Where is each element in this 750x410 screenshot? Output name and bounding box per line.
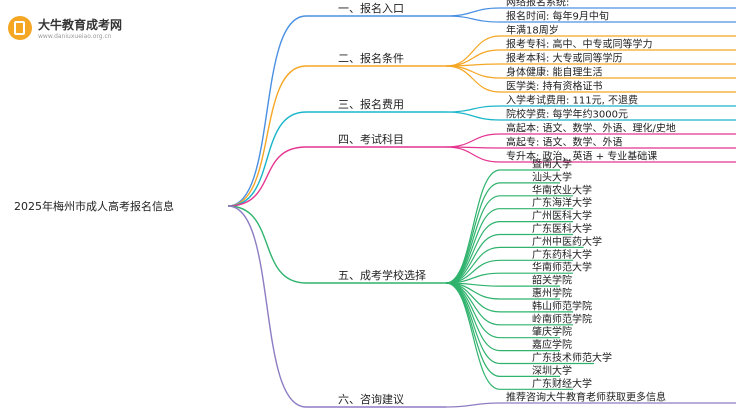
leaf-label: 广东技术师范大学: [532, 351, 612, 364]
branch-connector: [227, 205, 307, 284]
leaf-connector: [445, 7, 501, 17]
leaf-label: 华南师范大学: [532, 261, 592, 274]
branch-connector: [227, 15, 307, 207]
leaf-connector: [445, 111, 501, 121]
leaf-label: 广州医科大学: [532, 209, 592, 222]
leaf-label: 广东医科大学: [532, 222, 592, 235]
leaf-connector: [445, 195, 501, 284]
leaf-label: 报考本科: 大专或同等学历: [506, 52, 623, 65]
leaf-label: 年满18周岁: [506, 24, 559, 37]
book-icon: [8, 16, 32, 40]
branch-connector: [227, 146, 307, 207]
brand-url: www.daniuxueiao.org.cn: [38, 33, 112, 40]
leaf-label: 报名时间: 每年9月中旬: [506, 10, 609, 23]
leaf-label: 嘉应学院: [532, 338, 572, 351]
leaf-connector: [445, 15, 501, 23]
leaf-label: 医学类: 持有资格证书: [506, 80, 603, 93]
leaf-label: 高起专: 语文、数学、外语: [506, 136, 623, 149]
leaf-label: 韩山师范学院: [532, 299, 592, 312]
leaf-label: 肇庆学院: [532, 325, 572, 338]
leaf-label: 广东药科大学: [532, 248, 592, 261]
leaf-connector: [445, 402, 501, 408]
leaf-label: 推荐咨询大牛教育老师获取更多信息: [506, 391, 666, 404]
leaf-connector: [445, 233, 501, 284]
leaf-label: 深圳大学: [532, 364, 572, 377]
branch-label: 五、成考学校选择: [338, 268, 426, 282]
leaf-label: 韶关学院: [532, 274, 572, 287]
branch-connector: [227, 65, 307, 207]
brand-logo: 大牛教育成考网 www.daniuxueiao.org.cn: [8, 14, 148, 48]
leaf-label: 暨南大学: [532, 158, 572, 171]
leaf-label: 广东财经大学: [532, 377, 592, 390]
leaf-label: 高起本: 语文、数学、外语、理化/史地: [506, 122, 676, 135]
branch-label: 一、报名入口: [338, 1, 404, 15]
leaf-connector: [445, 65, 501, 79]
leaf-connector: [445, 146, 501, 163]
leaf-connector: [445, 282, 501, 390]
leaf-label: 汕头大学: [532, 170, 572, 183]
branch-label: 二、报名条件: [338, 51, 404, 65]
leaf-label: 专升本: 政治、英语 + 专业基础课: [506, 150, 657, 163]
leaf-label: 身体健康: 能自理生活: [506, 66, 603, 79]
leaf-label: 广东海洋大学: [532, 196, 592, 209]
leaf-connector: [445, 105, 501, 113]
leaf-label: 惠州学院: [532, 287, 572, 300]
leaf-label: 入学考试费用: 111元, 不退费: [506, 94, 638, 107]
branch-connector: [227, 205, 307, 408]
root-node: 2025年梅州市成人高考报名信息: [14, 199, 174, 213]
leaf-connector: [445, 282, 501, 326]
leaf-connector: [445, 65, 501, 93]
branch-label: 三、报名费用: [338, 97, 404, 111]
leaf-connector: [445, 282, 501, 352]
brand-name: 大牛教育成考网: [38, 18, 123, 32]
leaf-label: 华南农业大学: [532, 183, 592, 196]
branch-label: 六、咨询建议: [338, 392, 404, 406]
branch-label: 四、考试科目: [338, 132, 404, 146]
leaf-connector: [445, 208, 501, 284]
leaf-connector: [445, 133, 501, 148]
leaf-label: 网络报名系统:: [506, 0, 569, 9]
leaf-label: 报考专科: 高中、中专或同等学力: [506, 38, 653, 51]
leaf-label: 院校学费: 每学年约3000元: [506, 108, 628, 121]
branch-connector: [227, 111, 307, 207]
leaf-label: 广州中医药大学: [532, 235, 602, 248]
leaf-connector: [445, 182, 501, 284]
leaf-label: 岭南师范学院: [532, 312, 592, 325]
